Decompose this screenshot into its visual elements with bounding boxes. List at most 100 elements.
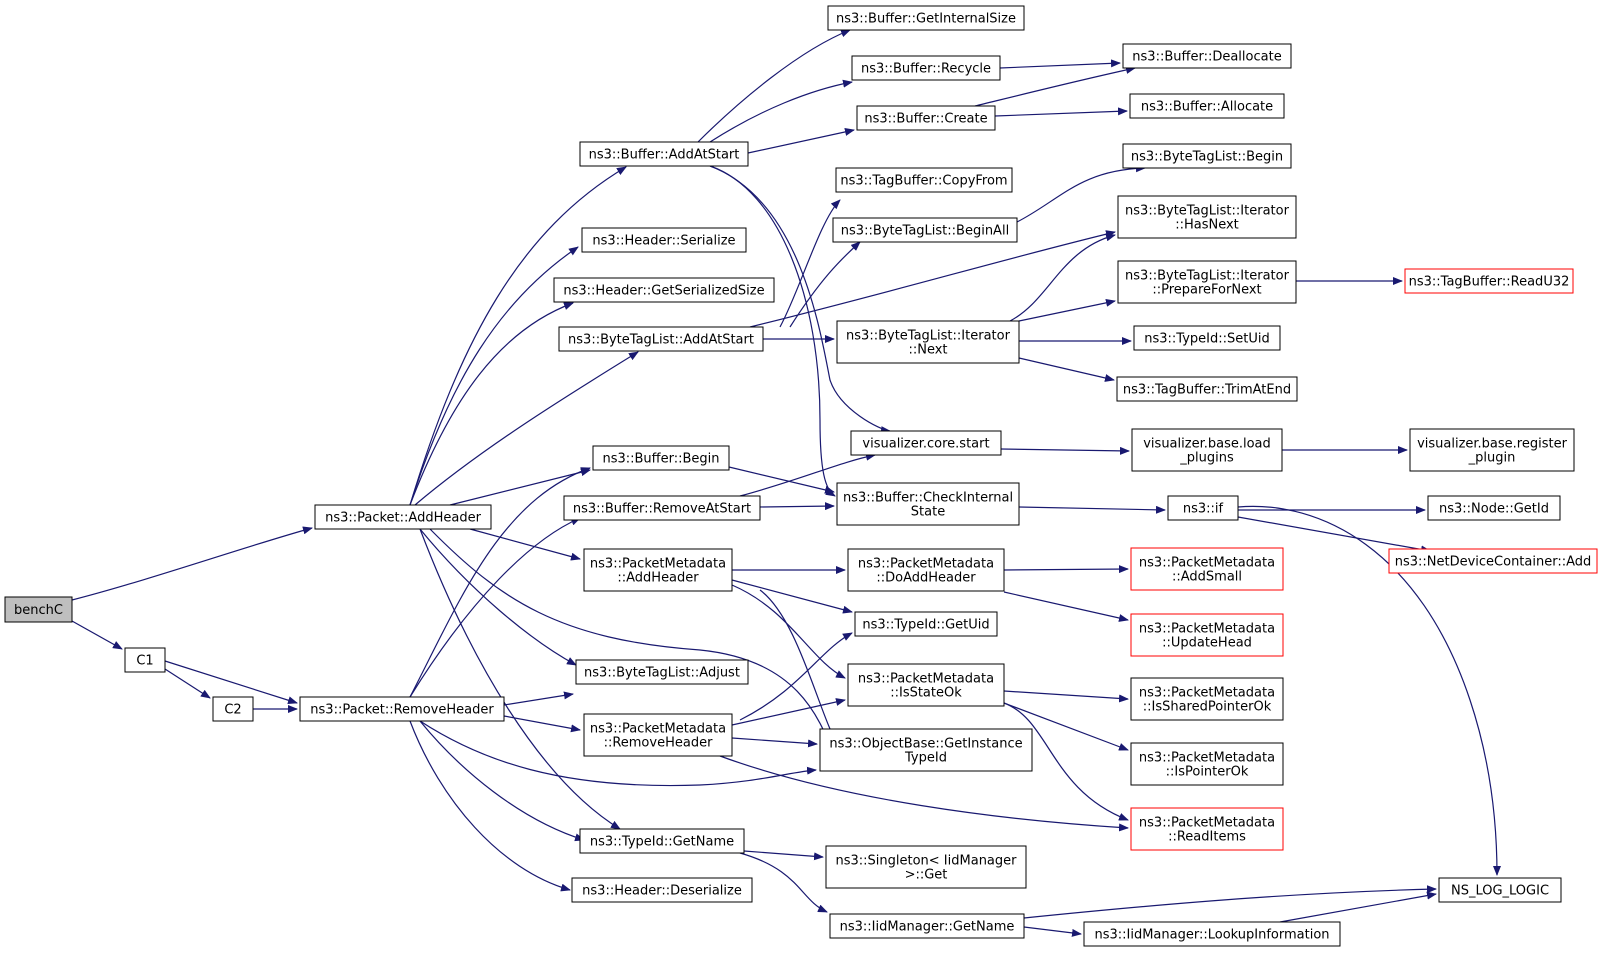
node-label: ns3::Buffer::Create	[864, 112, 987, 127]
node-NsLogLogic[interactable]: NS_LOG_LOGIC	[1438, 877, 1562, 903]
node-box	[1167, 495, 1239, 521]
edge-PMIsStateOk-to-PMIsPointerOk	[1003, 702, 1129, 751]
node-BufDeallocate[interactable]: ns3::Buffer::Deallocate	[1122, 43, 1292, 69]
node-VisRegisterPlugin[interactable]: visualizer.base.register_plugin	[1409, 428, 1575, 472]
node-TypeIdGetName[interactable]: ns3::TypeId::GetName	[579, 828, 745, 854]
node-TagBufReadU32[interactable]: ns3::TagBuffer::ReadU32	[1404, 268, 1574, 294]
node-PMRemoveHeader[interactable]: ns3::PacketMetadata::RemoveHeader	[583, 713, 733, 757]
node-BufBegin[interactable]: ns3::Buffer::Begin	[592, 445, 730, 471]
edge-BufAddAtStart-to-BufGetInternalSize	[697, 29, 851, 143]
node-label: ns3::PacketMetadata	[1139, 816, 1275, 831]
node-IidLookup[interactable]: ns3::IidManager::LookupInformation	[1083, 921, 1341, 947]
edge-BTLAddAtStart-to-BTLBeginAll	[789, 241, 861, 328]
node-box	[835, 167, 1013, 193]
node-HdrGetSerSize[interactable]: ns3::Header::GetSerializedSize	[553, 277, 775, 303]
node-Ns3If[interactable]: ns3::if	[1167, 495, 1239, 521]
node-BufGetInternalSize[interactable]: ns3::Buffer::GetInternalSize	[827, 5, 1025, 31]
node-PMDoAddHeader[interactable]: ns3::PacketMetadata::DoAddHeader	[847, 548, 1005, 592]
node-label: ::IsStateOk	[890, 686, 962, 701]
node-box	[1116, 376, 1298, 402]
node-label: ns3::Header::GetSerializedSize	[563, 284, 764, 299]
node-NodeGetId[interactable]: ns3::Node::GetId	[1427, 495, 1561, 521]
node-label: ns3::PacketMetadata	[1139, 751, 1275, 766]
node-TypeIdSetUid[interactable]: ns3::TypeId::SetUid	[1133, 325, 1281, 351]
node-BTLAdjust[interactable]: ns3::ByteTagList::Adjust	[575, 659, 749, 685]
node-BufAllocate[interactable]: ns3::Buffer::Allocate	[1129, 93, 1285, 119]
edge-AddHeader-to-ObjGetInstance	[429, 528, 837, 761]
node-BTLIterHasNext[interactable]: ns3::ByteTagList::Iterator::HasNext	[1117, 195, 1297, 239]
node-label: benchC	[14, 603, 63, 618]
node-BTLAddAtStart[interactable]: ns3::ByteTagList::AddAtStart	[558, 326, 764, 352]
node-label: ns3::ByteTagList::Iterator	[1125, 204, 1290, 219]
node-PMReadItems[interactable]: ns3::PacketMetadata::ReadItems	[1130, 807, 1284, 851]
node-label: ns3::ByteTagList::Iterator	[1125, 269, 1290, 284]
node-PMIsShared[interactable]: ns3::PacketMetadata::IsSharedPointerOk	[1130, 677, 1284, 721]
node-label: ns3::ByteTagList::Iterator	[846, 329, 1011, 344]
node-label: ns3::PacketMetadata	[1139, 686, 1275, 701]
node-box	[1117, 260, 1297, 304]
node-box	[1117, 195, 1297, 239]
node-box	[1404, 268, 1574, 294]
node-C2[interactable]: C2	[212, 696, 254, 722]
node-NetDevAdd[interactable]: ns3::NetDeviceContainer::Add	[1388, 548, 1598, 574]
node-HdrSerialize[interactable]: ns3::Header::Serialize	[581, 227, 747, 253]
node-HdrDeserialize[interactable]: ns3::Header::Deserialize	[571, 877, 753, 903]
edge-BufAddAtStart-to-BufCreate	[747, 127, 855, 154]
node-PMIsPointerOk[interactable]: ns3::PacketMetadata::IsPointerOk	[1130, 742, 1284, 786]
edge-AddHeader-to-HdrGetSerSize	[409, 302, 574, 506]
node-box	[1409, 428, 1575, 472]
node-BTLBegin[interactable]: ns3::ByteTagList::Begin	[1122, 143, 1292, 169]
node-label: ns3::Header::Deserialize	[582, 884, 742, 899]
edge-PMAddHeader-to-PMIsStateOk	[731, 584, 846, 679]
node-label: C1	[136, 654, 153, 669]
node-box	[1438, 877, 1562, 903]
edge-PMRemoveHeader-to-PMIsStateOk	[731, 698, 846, 726]
node-BufCreate[interactable]: ns3::Buffer::Create	[856, 105, 996, 131]
node-label: ::AddHeader	[617, 571, 699, 586]
node-label: TypeId	[904, 751, 947, 766]
node-PMAddSmall[interactable]: ns3::PacketMetadata::AddSmall	[1130, 547, 1284, 591]
node-VisCoreStart[interactable]: visualizer.core.start	[850, 430, 1002, 456]
node-PMAddHeader[interactable]: ns3::PacketMetadata::AddHeader	[583, 548, 733, 592]
node-label: ns3::Buffer::RemoveAtStart	[573, 502, 751, 517]
edge-Ns3If-to-NetDevAdd	[1237, 516, 1431, 554]
node-label: ::AddSmall	[1172, 570, 1242, 585]
node-benchC[interactable]: benchC	[4, 596, 73, 623]
node-box	[1130, 613, 1284, 657]
node-TagBufTrimAtEnd[interactable]: ns3::TagBuffer::TrimAtEnd	[1116, 376, 1298, 402]
node-BTLIterPrepare[interactable]: ns3::ByteTagList::Iterator::PrepareForNe…	[1117, 260, 1297, 304]
edge-IidGetName-to-IidLookup	[1023, 926, 1082, 937]
edge-PMIsStateOk-to-PMIsShared	[1003, 690, 1129, 703]
node-TagBufCopyFrom[interactable]: ns3::TagBuffer::CopyFrom	[835, 167, 1013, 193]
node-BufAddAtStart[interactable]: ns3::Buffer::AddAtStart	[579, 141, 749, 167]
node-BufRecycle[interactable]: ns3::Buffer::Recycle	[851, 55, 1001, 81]
node-SingletonGet[interactable]: ns3::Singleton< IidManager>::Get	[825, 845, 1027, 889]
node-VisLoadPlugins[interactable]: visualizer.base.load_plugins	[1131, 428, 1283, 472]
node-box	[856, 105, 996, 131]
node-label: ::PrepareForNext	[1152, 283, 1261, 298]
node-box	[299, 696, 505, 722]
node-C1[interactable]: C1	[124, 647, 166, 673]
node-RemoveHeader[interactable]: ns3::Packet::RemoveHeader	[299, 696, 505, 722]
edge-BTLAddAtStart-to-BTLIterHasNext	[749, 230, 1116, 328]
node-PMUpdateHead[interactable]: ns3::PacketMetadata::UpdateHead	[1130, 613, 1284, 657]
node-BufRemoveAtStart[interactable]: ns3::Buffer::RemoveAtStart	[563, 495, 761, 521]
node-BTLBeginAll[interactable]: ns3::ByteTagList::BeginAll	[832, 217, 1018, 243]
node-box	[581, 227, 747, 253]
node-box	[571, 877, 753, 903]
node-PMIsStateOk[interactable]: ns3::PacketMetadata::IsStateOk	[847, 663, 1005, 707]
node-AddHeader[interactable]: ns3::Packet::AddHeader	[314, 504, 492, 530]
edge-BufRemoveAtStart-to-BufCheckInternal	[759, 502, 835, 511]
node-label: visualizer.base.register	[1417, 437, 1568, 452]
edge-PMDoAddHeader-to-PMUpdateHead	[1003, 591, 1129, 622]
node-BTLIterNext[interactable]: ns3::ByteTagList::Iterator::Next	[836, 320, 1020, 364]
edge-AddHeader-to-HdrSerialize	[409, 246, 579, 506]
node-TypeIdGetUid[interactable]: ns3::TypeId::GetUid	[854, 611, 998, 637]
node-label: ns3::PacketMetadata	[1139, 556, 1275, 571]
node-IidGetName[interactable]: ns3::IidManager::GetName	[829, 913, 1025, 939]
edge-BufCheckInternal-to-Ns3If	[1018, 505, 1166, 514]
edge-AddHeader-to-BTLAddAtStart	[414, 351, 639, 506]
node-label: ns3::ByteTagList::AddAtStart	[568, 333, 754, 348]
